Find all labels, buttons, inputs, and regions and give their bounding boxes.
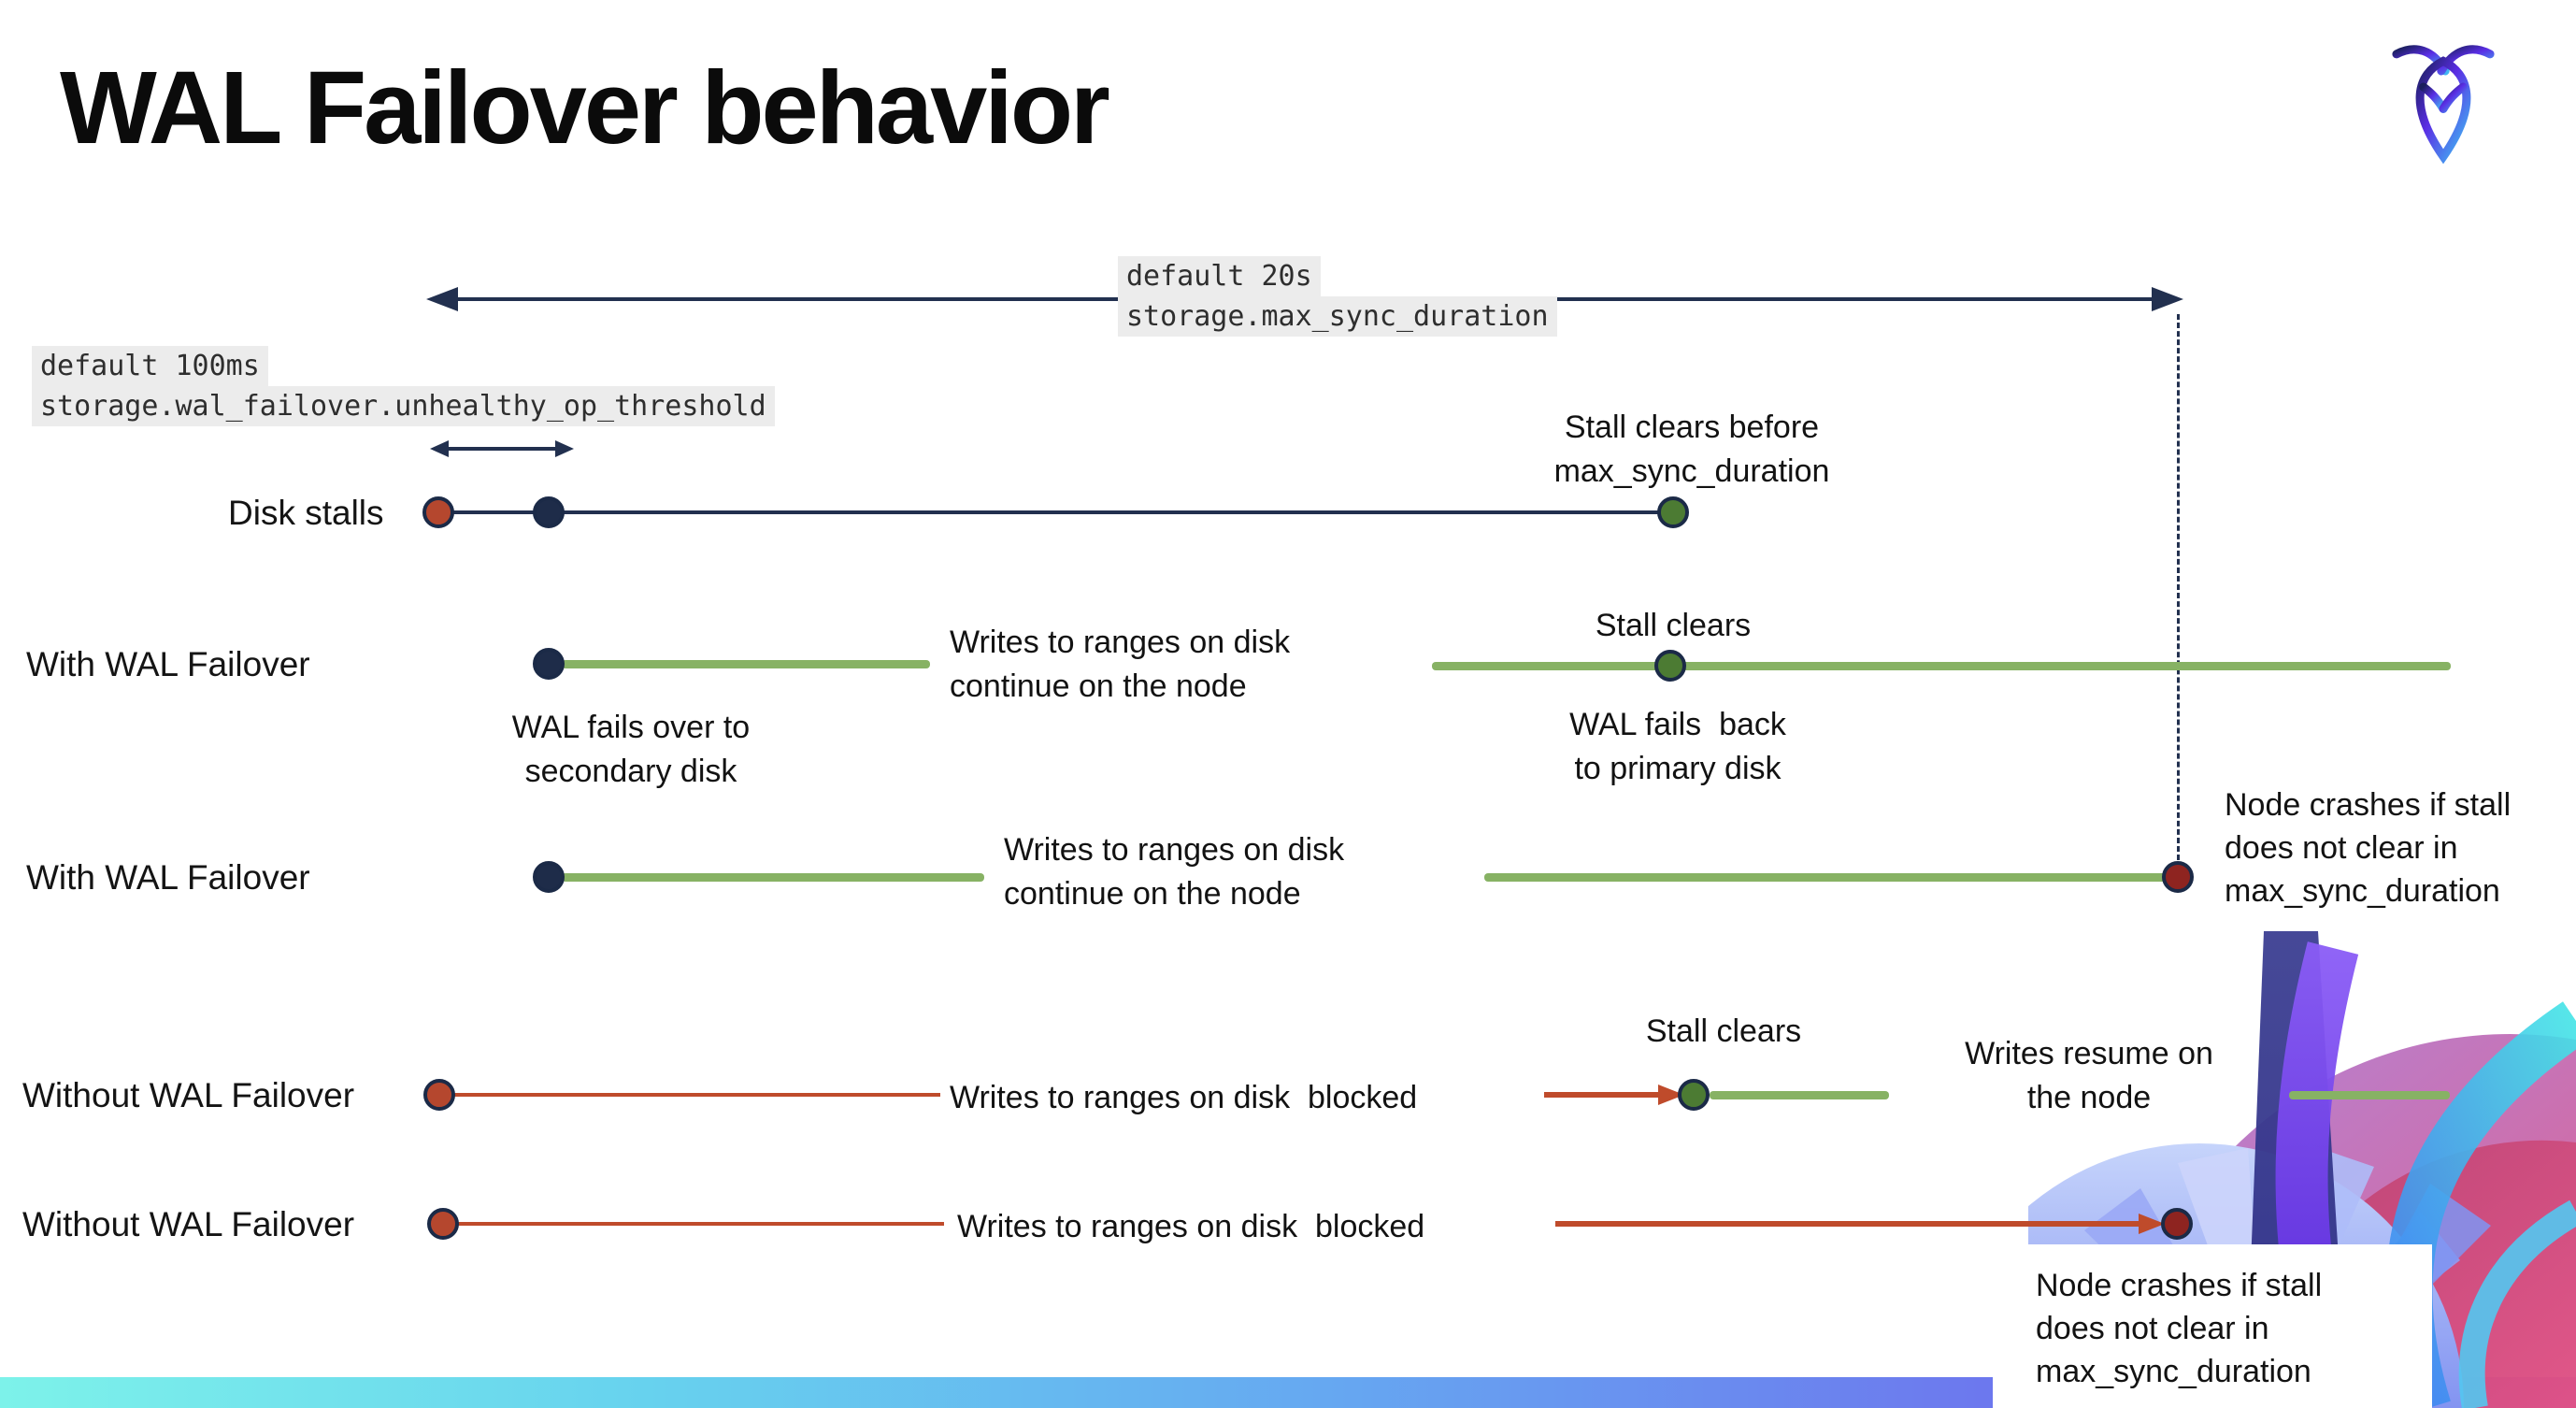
failover-dot-r3 — [533, 861, 565, 893]
row-label-with-wal-failover-2: With WAL Failover — [26, 858, 310, 897]
max-sync-setting-name: storage.max_sync_duration — [1118, 296, 1557, 337]
stall-start-dot-r5 — [427, 1208, 459, 1240]
cockroachdb-logo-icon — [2392, 45, 2495, 165]
red-arrowhead-r5-icon — [2139, 1214, 2165, 1234]
timeline-r4-blocked-segment-2 — [1544, 1092, 1662, 1098]
threshold-span-line — [443, 447, 555, 451]
small-arrowhead-left-icon — [430, 440, 449, 457]
writes-blocked-note-r4: Writes to ranges on disk blocked — [950, 1080, 1418, 1115]
max-sync-deadline-dashed-line — [2177, 314, 2180, 860]
timeline-r4-blocked-segment-1 — [451, 1093, 940, 1097]
writes-continue-note-r3: Writes to ranges on disk continue on the… — [1004, 832, 1345, 912]
unhealthy-op-setting-name: storage.wal_failover.unhealthy_op_thresh… — [32, 386, 775, 426]
timeline-r4-resume-segment-1 — [1710, 1091, 1889, 1099]
max-sync-default-value: default 20s — [1118, 256, 1321, 296]
failover-note-r2: WAL fails over to secondary disk — [511, 710, 751, 789]
unhealthy-op-threshold-setting-label: default 100ms storage.wal_failover.unhea… — [32, 346, 775, 426]
writes-blocked-note-r5: Writes to ranges on disk blocked — [957, 1209, 1425, 1244]
stall-start-dot — [422, 496, 454, 528]
timeline-r3-segment-1 — [562, 873, 984, 882]
row-label-with-wal-failover-1: With WAL Failover — [26, 645, 310, 683]
row-label-disk-stalls: Disk stalls — [228, 494, 384, 532]
stall-clears-before-note: Stall clears before max_sync_duration — [1553, 409, 1830, 489]
writes-continue-note-r2: Writes to ranges on disk continue on the… — [950, 625, 1291, 704]
failover-dot-r2 — [533, 648, 565, 680]
row-label-without-wal-failover-2: Without WAL Failover — [22, 1205, 355, 1243]
row-label-without-wal-failover-1: Without WAL Failover — [22, 1076, 355, 1114]
node-crash-dot-r5 — [2161, 1208, 2193, 1240]
timeline-r3-segment-2 — [1484, 873, 2178, 882]
stall-start-dot-r4 — [423, 1079, 455, 1111]
arrowhead-right-icon — [2152, 287, 2183, 311]
stall-clear-dot-r4 — [1678, 1079, 1710, 1111]
timeline-r2-segment-2 — [1432, 662, 2451, 670]
stall-clears-note-r4: Stall clears — [1645, 1013, 1802, 1049]
timeline-r5-blocked-segment-2 — [1555, 1221, 2142, 1227]
stall-clear-dot — [1657, 496, 1689, 528]
timeline-r4-resume-segment-2 — [2289, 1091, 2450, 1099]
page-title: WAL Failover behavior — [60, 50, 1110, 165]
stall-clear-dot-r2 — [1654, 650, 1686, 682]
stall-clears-note-r2: Stall clears — [1595, 608, 1752, 643]
max-sync-duration-setting-label: default 20s storage.max_sync_duration — [1118, 256, 1557, 337]
timeline-r2-segment-1 — [562, 660, 930, 668]
unhealthy-op-default-value: default 100ms — [32, 346, 268, 386]
node-crash-note-r5: Node crashes if stall does not clear in … — [2036, 1268, 2323, 1389]
crash-note-box — [1993, 1244, 2432, 1408]
writes-resume-note-r4: Writes resume on the node — [1965, 1036, 2213, 1115]
threshold-dot — [533, 496, 565, 528]
small-arrowhead-right-icon — [555, 440, 574, 457]
timeline-disk-stalls — [438, 510, 1673, 514]
timeline-r5-blocked-segment-1 — [456, 1222, 944, 1226]
node-crash-dot-r3 — [2162, 861, 2194, 893]
node-crash-note-r3: Node crashes if stall does not clear in … — [2225, 787, 2512, 909]
arrowhead-left-icon — [426, 287, 458, 311]
failback-note-r2: WAL fails back to primary disk — [1569, 707, 1786, 786]
